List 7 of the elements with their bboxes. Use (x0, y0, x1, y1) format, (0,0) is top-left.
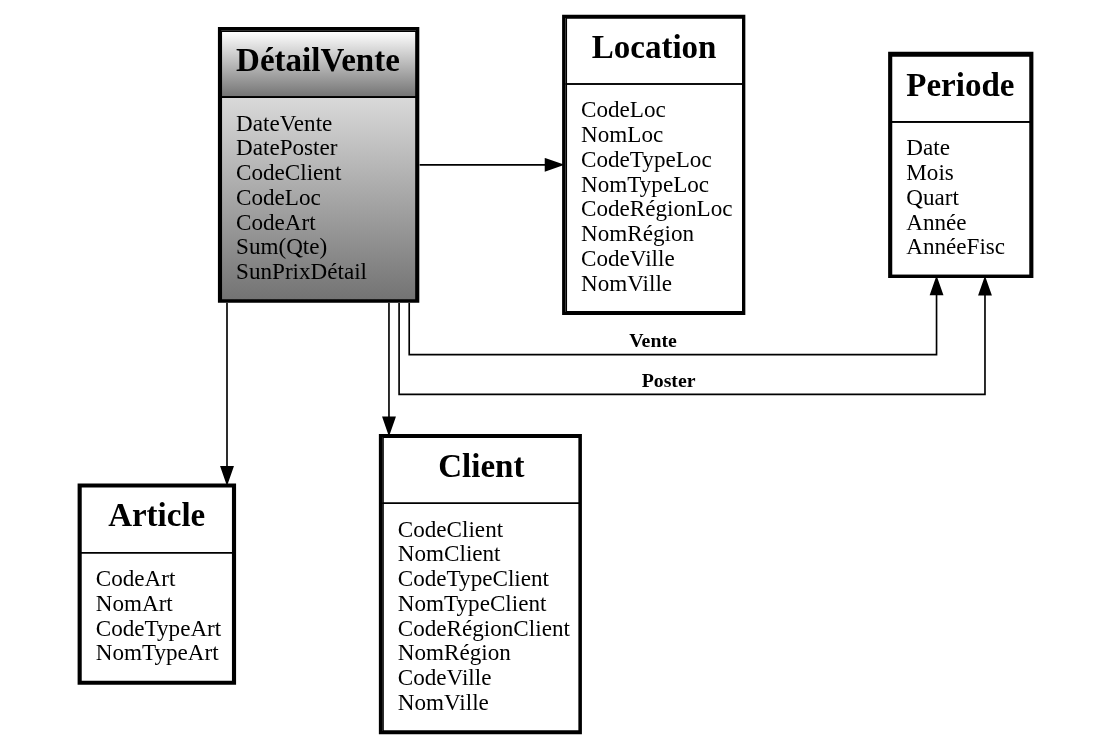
arrow (219, 301, 234, 486)
edge-label: Poster (641, 369, 696, 392)
arrow (418, 157, 565, 172)
arrow (407, 275, 943, 356)
edge-label: Vente (628, 329, 677, 352)
arrow (397, 275, 992, 396)
arrow (381, 301, 396, 437)
